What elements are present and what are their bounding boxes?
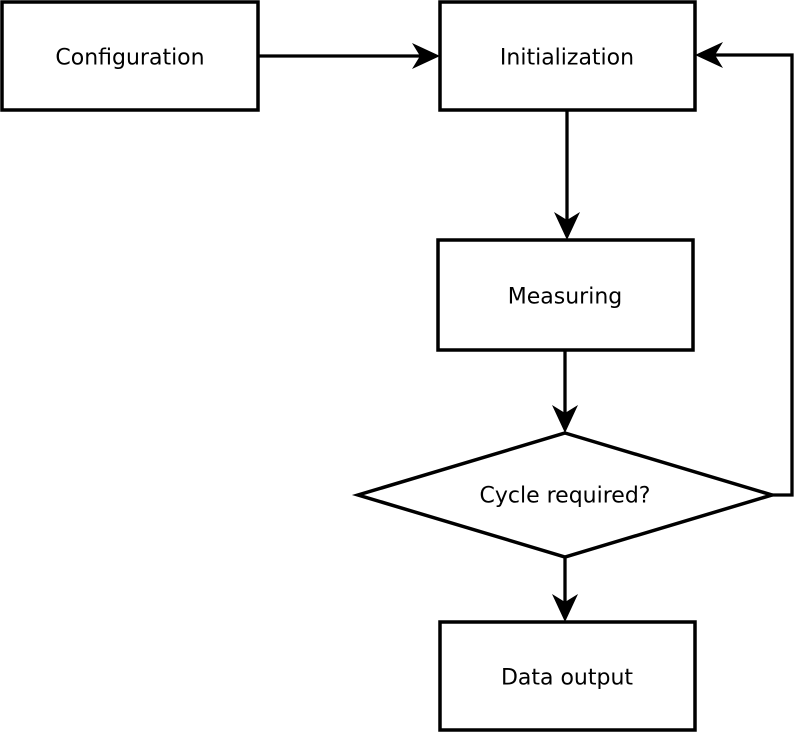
- edge-line: [715, 53, 794, 497]
- edge-cycle-required-to-data-output: [552, 557, 578, 622]
- process-box: [438, 620, 697, 732]
- node-initialization: Initialization: [438, 0, 697, 112]
- node-label: Initialization: [500, 46, 634, 71]
- arrowhead-down-icon: [552, 594, 578, 622]
- node-label: Measuring: [508, 285, 622, 310]
- arrowhead-left-icon: [695, 42, 723, 68]
- node-configuration: Configuration: [0, 0, 260, 112]
- edge-measuring-to-cycle-required: [552, 350, 578, 433]
- node-label: Configuration: [55, 46, 204, 71]
- edge-cycle-required-to-initialization-loop: [695, 42, 794, 497]
- arrowhead-down-icon: [552, 405, 578, 433]
- decision-diamond: [351, 431, 779, 559]
- node-data-output: Data output: [438, 620, 697, 732]
- node-measuring: Measuring: [436, 238, 695, 352]
- process-box: [0, 0, 260, 112]
- process-box: [436, 238, 695, 352]
- node-cycle-required: Cycle required?: [351, 431, 779, 559]
- edge-initialization-to-measuring: [554, 110, 580, 240]
- node-label: Cycle required?: [480, 484, 651, 509]
- process-box: [438, 0, 697, 112]
- arrowhead-right-icon: [412, 43, 440, 69]
- edge-configuration-to-initialization: [258, 43, 440, 69]
- arrowhead-down-icon: [554, 212, 580, 240]
- node-label: Data output: [501, 666, 633, 691]
